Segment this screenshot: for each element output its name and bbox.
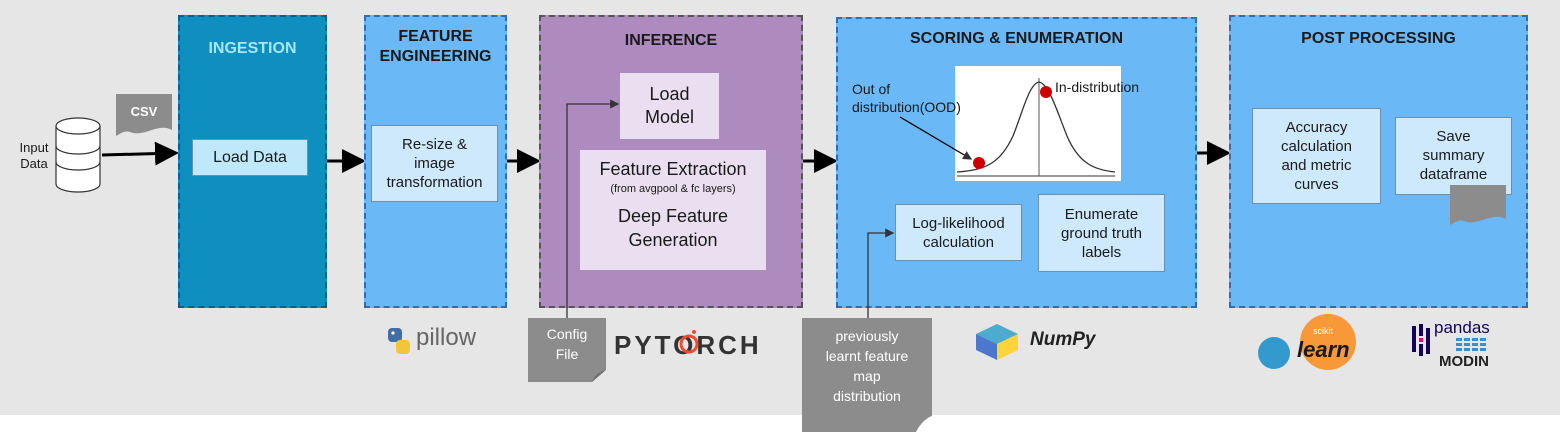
pillow-logo: pillow bbox=[416, 324, 477, 351]
inference-title: INFERENCE bbox=[624, 32, 718, 49]
ood-point bbox=[973, 157, 985, 169]
database-icon bbox=[55, 117, 101, 193]
feature-extraction-sub: (from avgpool & fc layers) bbox=[610, 183, 736, 195]
log-likelihood-box: Log-likelihood calculation bbox=[895, 204, 1022, 261]
feature-engineering-title: FEATURE ENGINEERING bbox=[379, 28, 492, 65]
scikit-learn-icon bbox=[1258, 314, 1356, 370]
pandas-bars-icon bbox=[1412, 324, 1430, 356]
enumerate-labels-box: Enumerate ground truth labels bbox=[1038, 194, 1165, 272]
ood-label: Out of distribution(OOD) bbox=[852, 81, 961, 115]
arrow-input-to-ingestion bbox=[101, 141, 179, 166]
ingestion-title: INGESTION bbox=[208, 40, 297, 57]
accuracy-box: Accuracy calculation and metric curves bbox=[1252, 108, 1381, 204]
feature-extraction-label: Feature Extraction bbox=[599, 159, 747, 179]
previous-distribution-label: previously learnt feature map distributi… bbox=[825, 328, 909, 404]
load-data-box: Load Data bbox=[192, 139, 308, 176]
save-summary-box: Save summary dataframe bbox=[1395, 117, 1512, 195]
in-distribution-label: In-distribution bbox=[1055, 79, 1140, 95]
in-distribution-point bbox=[1040, 86, 1052, 98]
post-processing-title: POST PROCESSING bbox=[1301, 30, 1456, 47]
learn-logo: learn bbox=[1297, 337, 1350, 362]
deep-feature-label: Deep Feature Generation bbox=[617, 206, 729, 250]
csv-document-icon bbox=[116, 94, 172, 136]
config-file-label: Config File bbox=[546, 326, 588, 362]
dataframe-document-icon bbox=[1450, 185, 1506, 225]
python-snake-icon bbox=[388, 328, 410, 354]
scoring-title: SCORING & ENUMERATION bbox=[909, 30, 1124, 47]
feature-extraction-box: Feature Extraction (from avgpool & fc la… bbox=[580, 150, 766, 270]
input-data-label: Input Data bbox=[19, 140, 49, 171]
modin-grid-icon bbox=[1456, 338, 1486, 351]
numpy-logo: NumPy bbox=[1030, 329, 1096, 350]
load-model-box: Load Model bbox=[620, 73, 719, 139]
modin-logo: MODIN bbox=[1439, 353, 1489, 370]
numpy-cube-icon bbox=[976, 324, 1018, 360]
pytorch-flame-icon bbox=[679, 330, 699, 354]
csv-label: CSV bbox=[130, 104, 158, 119]
resize-transform-box: Re-size & image transformation bbox=[371, 125, 498, 202]
scikit-small-label: scikit bbox=[1313, 326, 1333, 336]
distribution-curve-plot bbox=[955, 66, 1121, 181]
pandas-logo: pandas bbox=[1434, 318, 1490, 337]
